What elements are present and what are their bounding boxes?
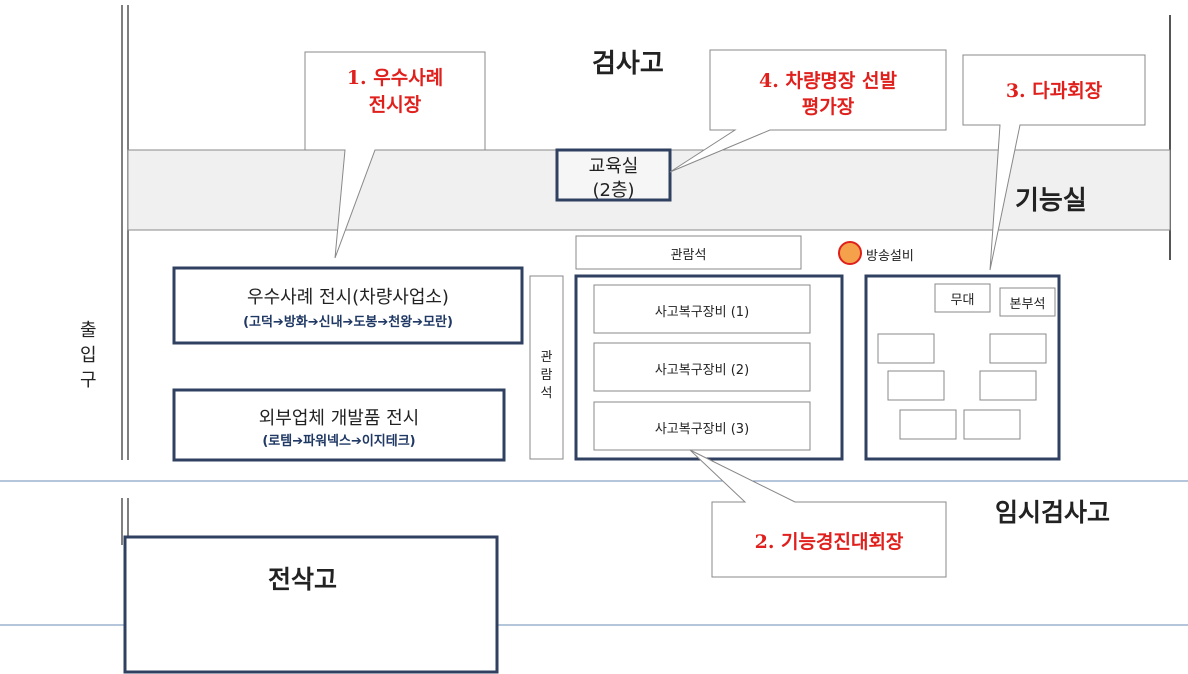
callout-1 [304, 51, 486, 259]
table-2 [989, 333, 1047, 364]
entrance-char-3: 구 [80, 370, 97, 391]
external-title: 외부업체 개발품 전시 [258, 408, 420, 429]
head-table-box [999, 287, 1056, 317]
broadcast-label: 방송설비 [866, 249, 914, 264]
skills-room-label: 기능실 [1015, 186, 1087, 216]
seating-side-box [529, 275, 564, 460]
seating-top-box [575, 235, 802, 270]
seating-side-char-1: 관 [540, 350, 553, 365]
best-practice-sub: (고덕➔방화➔신내➔도봉➔천왕➔모란) [243, 315, 453, 330]
electric-depot-label: 전삭고 [268, 565, 338, 594]
best-practice-title: 우수사례 전시(차량사업소) [247, 287, 449, 308]
electric-depot-box [123, 535, 499, 674]
table-1 [877, 333, 935, 364]
equipment-box-2 [593, 342, 811, 392]
equipment-label-1: 사고복구장비 (1) [654, 305, 750, 320]
callout-4 [669, 49, 947, 173]
equipment-box-1 [593, 284, 811, 334]
head-table-label: 본부석 [1009, 297, 1046, 312]
temporary-depot-label: 임시검사고 [995, 498, 1111, 527]
best-practice-box [172, 266, 524, 345]
entrance-char-2: 입 [80, 345, 97, 366]
equipment-label-3: 사고복구장비 (3) [654, 422, 750, 437]
equipment-box-3 [593, 401, 811, 451]
callout-2-line1: 2. 기능경진대회장 [754, 531, 904, 553]
broadcast-marker [838, 241, 862, 265]
table-5 [899, 409, 957, 440]
callout-1-line2: 전시장 [368, 94, 422, 116]
inspection-depot-label: 검사고 [592, 49, 664, 79]
stage-label: 무대 [950, 293, 975, 308]
callout-1-line1: 1. 우수사례 [346, 67, 444, 89]
seating-side-char-2: 람 [540, 368, 553, 383]
education-room-box [555, 148, 672, 202]
education-room-label: 교육실 [588, 156, 639, 177]
callout-4-line1: 4. 차량명장 선발 [759, 70, 897, 92]
education-floor-label: (2층) [592, 180, 635, 201]
seating-top-label: 관람석 [670, 248, 707, 263]
external-box [172, 388, 506, 462]
stage-box [934, 283, 991, 313]
table-4 [979, 370, 1037, 401]
table-3 [887, 370, 945, 401]
callout-4-line2: 평가장 [801, 96, 855, 118]
callout-3-line1: 3. 다과회장 [1005, 80, 1103, 102]
external-sub: (로템➔파워넥스➔이지테크) [262, 434, 416, 449]
callout-2 [689, 449, 947, 578]
table-6 [963, 409, 1021, 440]
equipment-label-2: 사고복구장비 (2) [654, 363, 750, 378]
seating-side-char-3: 석 [540, 386, 553, 401]
entrance-char-1: 출 [80, 320, 97, 341]
callout-3 [962, 54, 1146, 271]
